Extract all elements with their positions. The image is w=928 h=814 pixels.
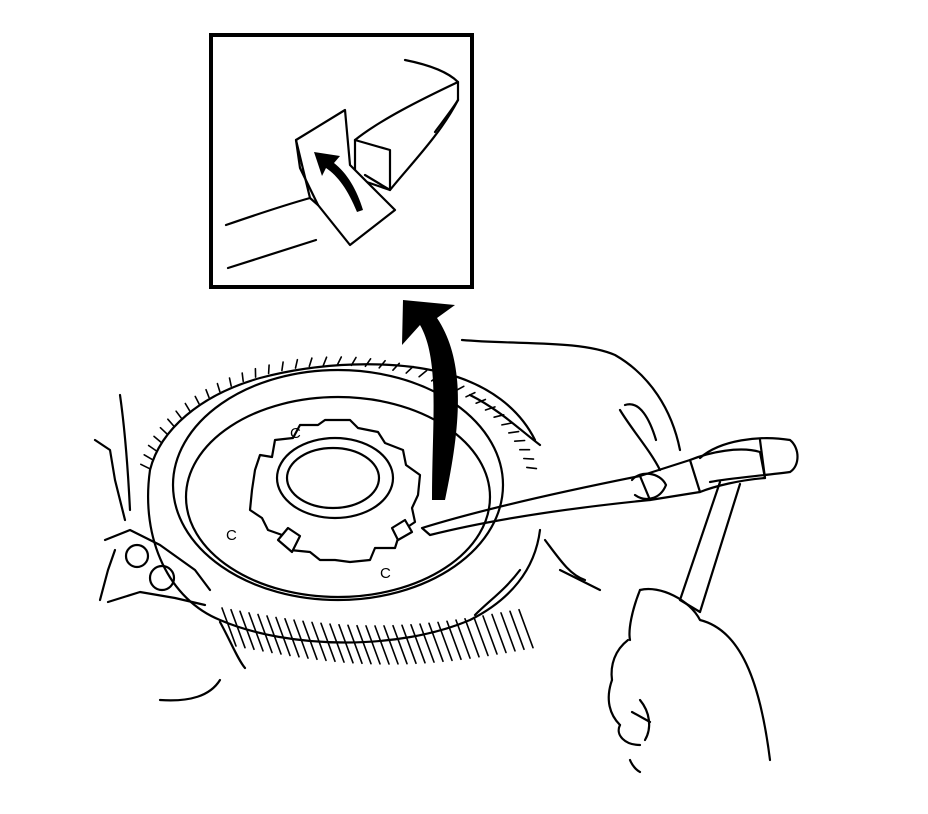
helical-tooth bbox=[428, 622, 444, 663]
helical-tooth bbox=[338, 624, 354, 664]
gear-tooth bbox=[350, 356, 357, 367]
helical-tooth bbox=[500, 612, 516, 652]
stake-mark: C bbox=[380, 565, 391, 582]
helical-tooth bbox=[293, 619, 309, 659]
helical-tooth bbox=[464, 618, 480, 658]
gear-tooth bbox=[228, 377, 232, 387]
gear-tooth bbox=[523, 457, 535, 460]
gear-tooth bbox=[184, 402, 191, 412]
helical-tooth bbox=[257, 613, 273, 654]
left-hand bbox=[460, 338, 682, 592]
gear-tooth bbox=[167, 418, 175, 427]
helical-tooth bbox=[311, 621, 327, 662]
helical-tooth bbox=[329, 623, 345, 663]
right-hand bbox=[607, 587, 772, 774]
helical-tooth bbox=[518, 608, 534, 649]
gear-tooth bbox=[194, 395, 200, 405]
gear-tooth bbox=[153, 435, 162, 443]
helical-tooth bbox=[302, 620, 318, 661]
gear-tooth bbox=[484, 406, 496, 411]
gear-tooth bbox=[267, 364, 270, 375]
gear-tooth bbox=[418, 369, 428, 378]
curved-arrow-icon bbox=[402, 300, 458, 500]
helical-tooth bbox=[365, 625, 381, 665]
transaxle-case bbox=[93, 393, 222, 702]
helical-tooth bbox=[446, 620, 462, 661]
chisel bbox=[420, 448, 767, 537]
gear-tooth bbox=[159, 426, 168, 435]
helical-tooth bbox=[410, 624, 426, 664]
gear-tooth bbox=[281, 361, 284, 372]
gear-tooth bbox=[308, 357, 313, 368]
helical-tooth bbox=[248, 612, 264, 652]
gear-tooth bbox=[442, 379, 453, 387]
gear-tooth bbox=[430, 374, 441, 382]
helical-tooth bbox=[230, 608, 246, 649]
gear-tooth bbox=[205, 388, 210, 399]
helical-tooth bbox=[239, 610, 255, 651]
detail-inset bbox=[209, 33, 474, 289]
helical-tooth bbox=[491, 613, 507, 654]
helical-tooth bbox=[284, 618, 300, 658]
hammer bbox=[678, 437, 799, 614]
helical-tooth bbox=[455, 619, 471, 659]
helical-tooth bbox=[221, 607, 237, 647]
gear-tooth bbox=[216, 382, 221, 393]
gear-tooth bbox=[322, 356, 328, 367]
gear-tooth bbox=[364, 358, 372, 368]
helical-tooth bbox=[437, 621, 453, 662]
helical-tooth bbox=[383, 625, 399, 665]
helical-tooth bbox=[374, 625, 390, 665]
gear-tooth bbox=[378, 359, 386, 369]
gear-tooth bbox=[501, 422, 513, 426]
gear-tooth bbox=[392, 362, 401, 371]
helical-tooth bbox=[509, 610, 525, 651]
gear-tooth bbox=[241, 372, 244, 383]
gear-tooth bbox=[336, 356, 343, 366]
ring-gear: C C C bbox=[140, 356, 542, 670]
gear-tooth bbox=[147, 444, 157, 452]
helical-tooth bbox=[266, 615, 282, 655]
helical-tooth bbox=[419, 623, 435, 663]
gear-tooth bbox=[175, 410, 182, 419]
gear-tooth bbox=[508, 430, 520, 434]
gear-tooth bbox=[143, 454, 153, 461]
curved-arrow-icon bbox=[314, 152, 363, 212]
helical-tooth bbox=[356, 624, 372, 665]
gear-tooth bbox=[294, 358, 299, 369]
helical-tooth bbox=[392, 624, 408, 665]
stake-mark: C bbox=[290, 425, 301, 442]
helical-tooth bbox=[275, 616, 291, 657]
gear-tooth bbox=[526, 466, 538, 470]
gear-tooth bbox=[513, 439, 526, 442]
helical-tooth bbox=[482, 615, 498, 655]
helical-tooth bbox=[473, 616, 489, 657]
helical-tooth bbox=[401, 624, 417, 665]
helical-tooth bbox=[347, 624, 363, 665]
gear-tooth bbox=[454, 385, 465, 392]
gear-tooth bbox=[405, 365, 414, 374]
helical-tooth bbox=[320, 622, 336, 663]
stake-mark: C bbox=[226, 527, 237, 544]
gear-tooth bbox=[140, 463, 150, 470]
